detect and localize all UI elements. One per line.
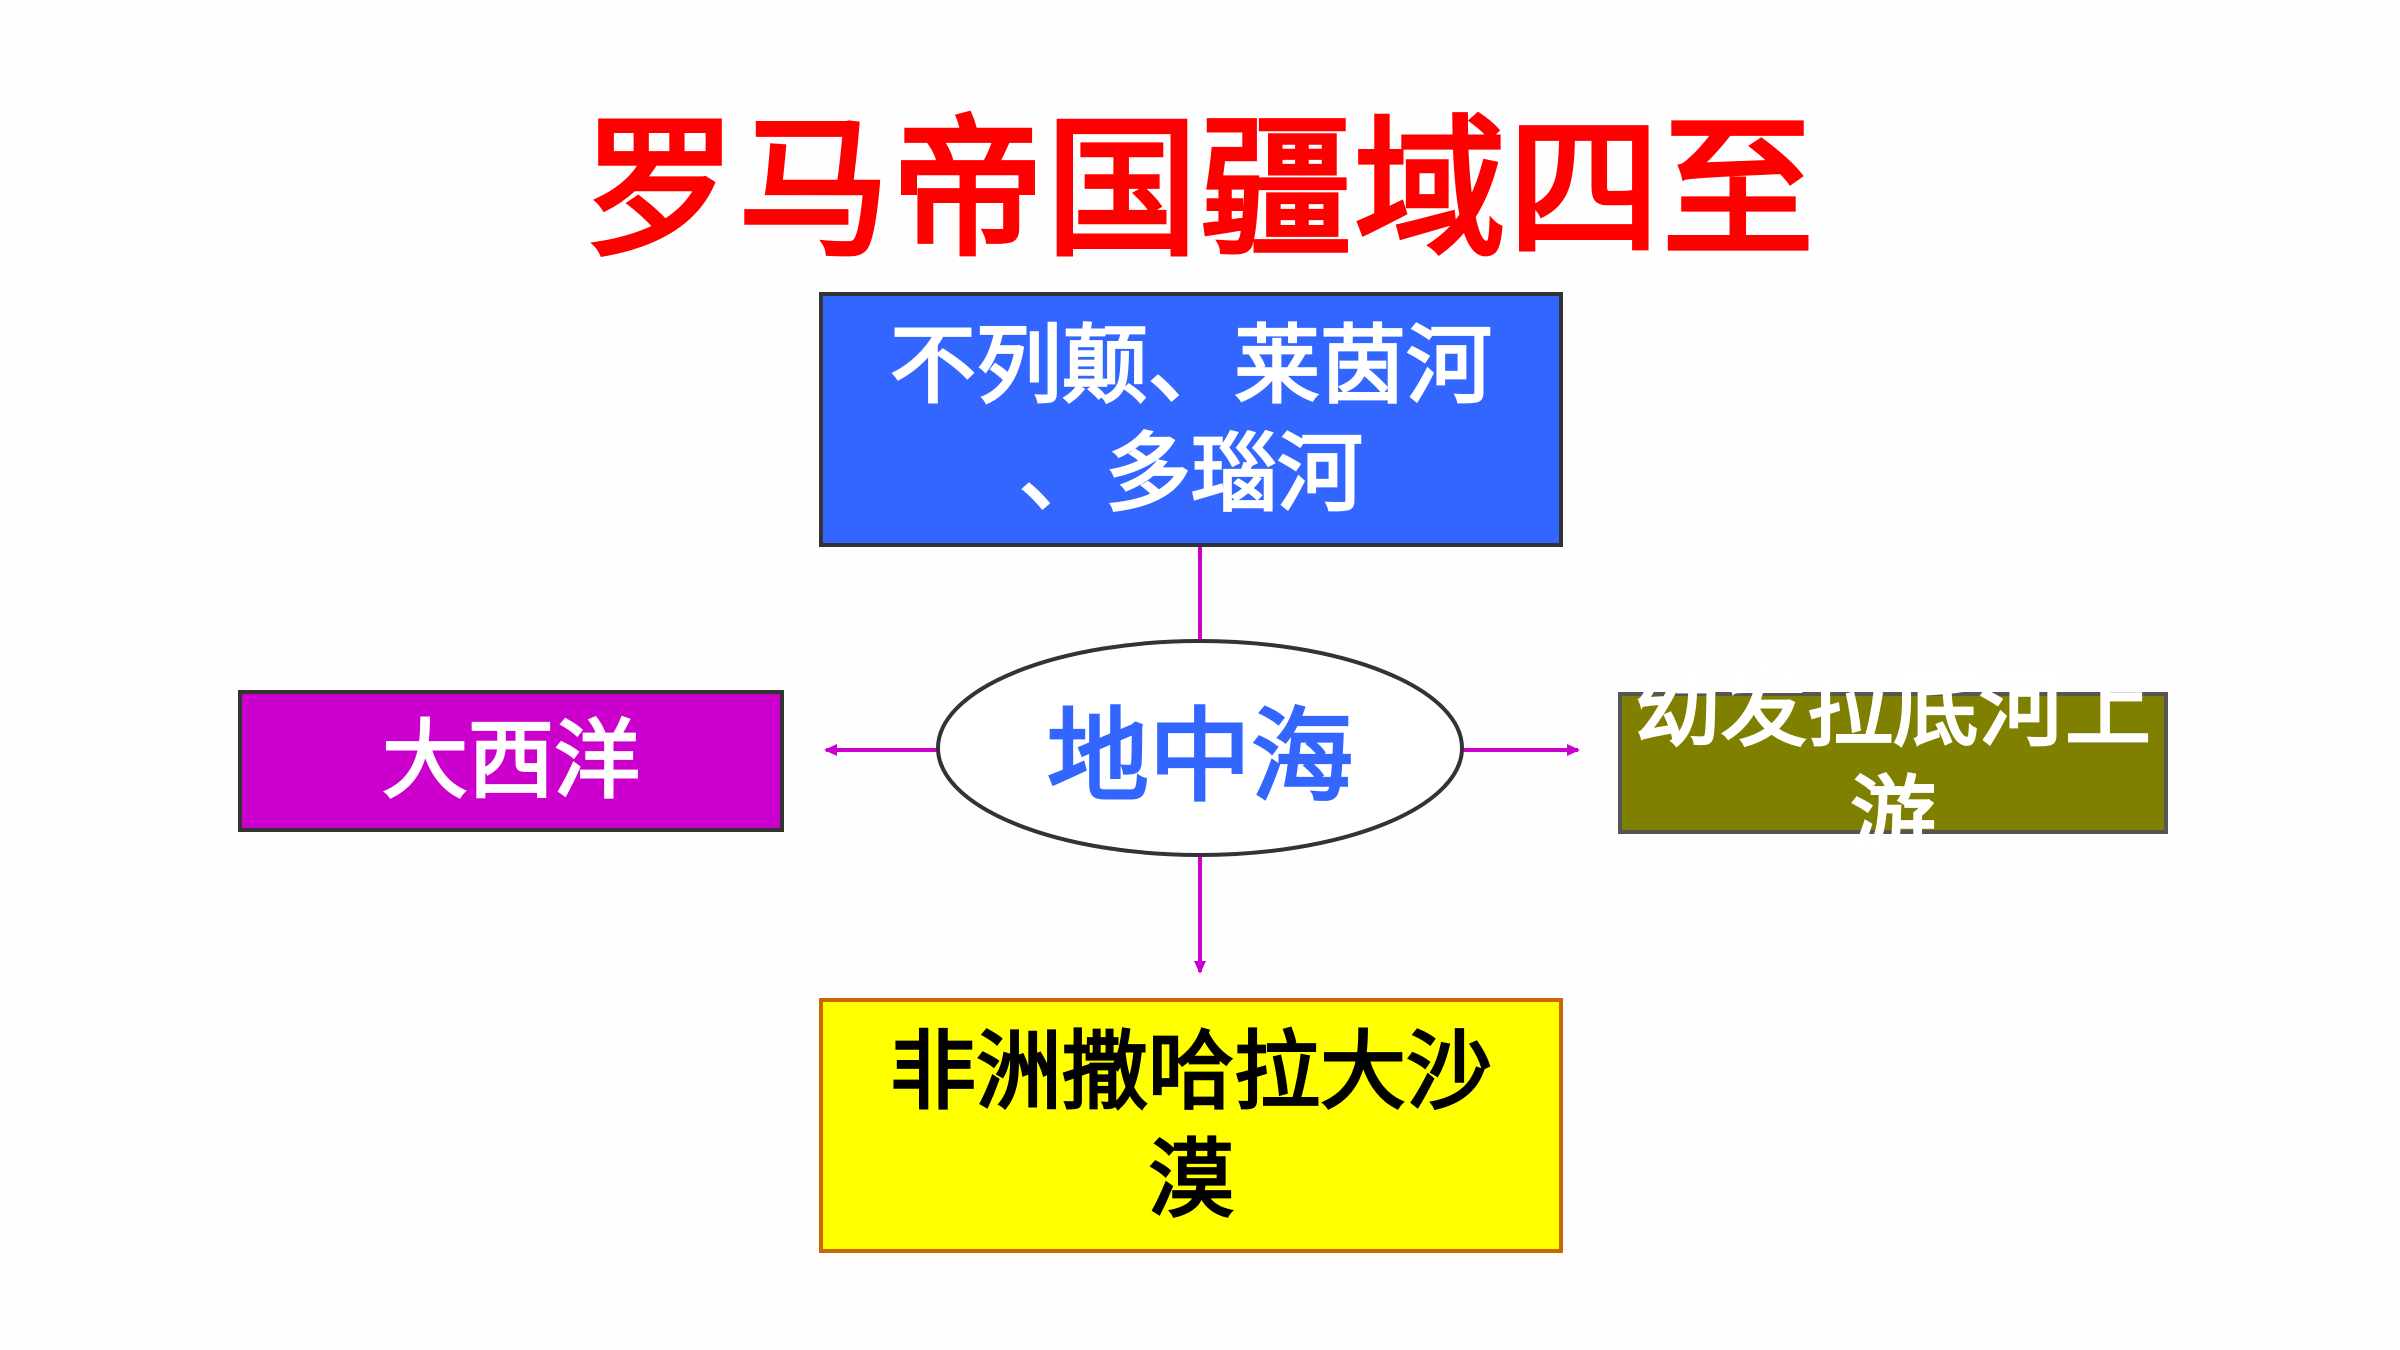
box-north: 不列颠、莱茵河 、多瑙河 <box>819 292 1563 547</box>
north-line-2: 、多瑙河 <box>1019 423 1363 524</box>
north-line-1: 不列颠、莱茵河 <box>890 315 1492 416</box>
south-line-1: 非洲撒哈拉大沙 <box>890 1021 1492 1122</box>
box-west: 大西洋 <box>238 690 784 832</box>
box-east: 幼发拉底河上游 <box>1618 659 2168 867</box>
south-line-2: 漠 <box>1148 1129 1234 1230</box>
west-label: 大西洋 <box>382 711 640 811</box>
slide-title: 罗马帝国疆域四至 <box>584 101 1816 278</box>
center-label: 地中海 <box>1047 697 1353 817</box>
center-ellipse <box>936 639 1464 857</box>
east-label: 幼发拉底河上游 <box>1635 659 2151 867</box>
box-south: 非洲撒哈拉大沙 漠 <box>819 998 1563 1253</box>
